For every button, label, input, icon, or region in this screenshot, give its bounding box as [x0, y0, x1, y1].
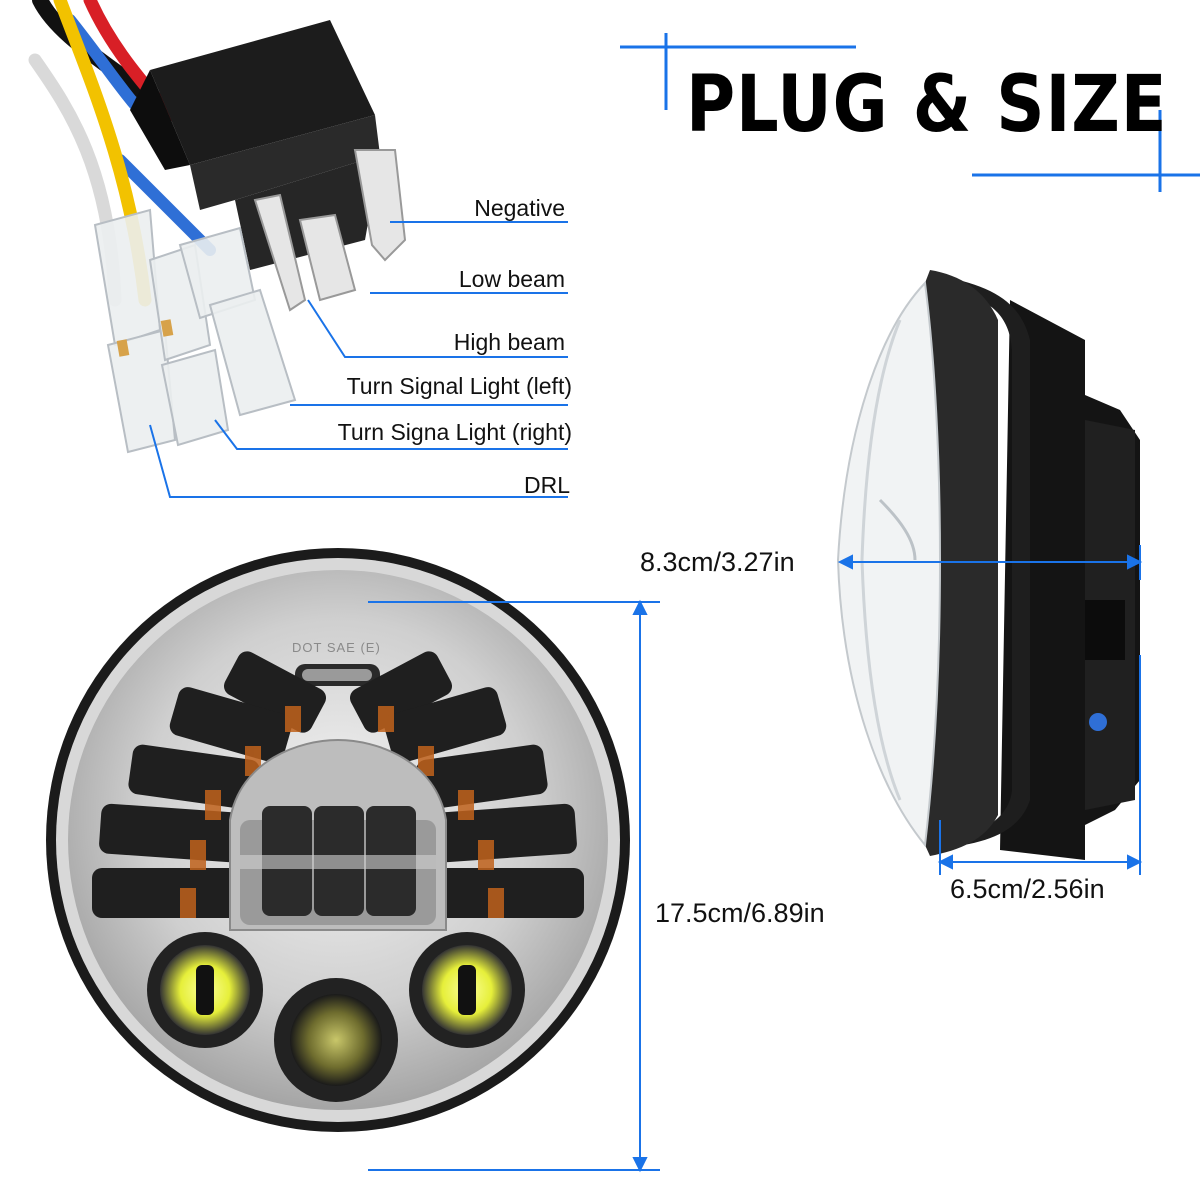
label-negative: Negative	[474, 195, 565, 221]
label-turn-signal-right: Turn Signa Light (right)	[337, 419, 572, 445]
lens-marking: DOT SAE (E)	[292, 640, 381, 655]
label-drl: DRL	[523, 472, 570, 498]
dimension-depth-total: 8.3cm/3.27in	[640, 547, 795, 577]
blade-terminals	[253, 149, 407, 312]
label-high-beam: High beam	[453, 329, 565, 355]
dimension-diameter: 17.5cm/6.89in	[655, 898, 825, 928]
spade-connectors	[93, 208, 297, 454]
label-low-beam: Low beam	[458, 266, 565, 292]
label-turn-signal-left: Turn Signal Light (left)	[346, 373, 572, 399]
page-title: PLUG & SIZE	[686, 60, 1168, 150]
dimension-depth-body: 6.5cm/2.56in	[950, 874, 1105, 904]
